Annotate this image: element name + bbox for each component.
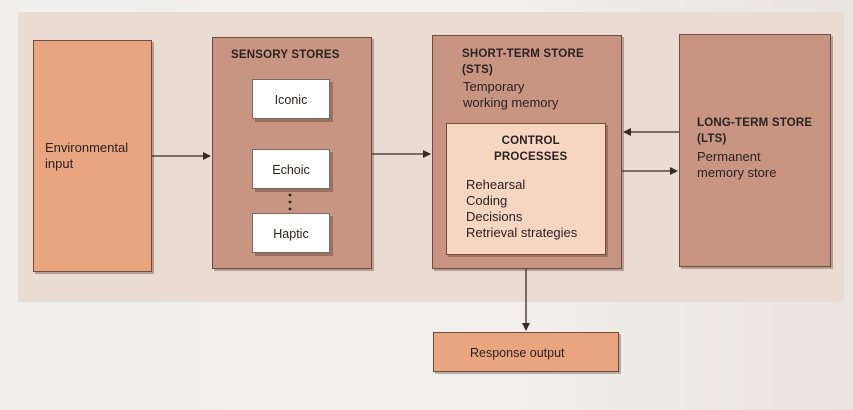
control-item-decisions: Decisions: [466, 209, 523, 224]
lts-desc-line1: Permanent: [697, 149, 761, 164]
sts-description: Temporary working memory: [463, 79, 558, 111]
sts-title-line2: (STS): [462, 64, 494, 76]
echoic-store-box: Echoic: [252, 149, 330, 189]
lts-title: LONG-TERM STORE (LTS): [697, 115, 812, 147]
environmental-input-label: Environmental input: [45, 140, 129, 171]
control-item-retrieval: Retrieval strategies: [466, 225, 578, 240]
ellipsis-dot-1: [288, 193, 292, 197]
control-item-rehearsal: Rehearsal: [466, 177, 526, 192]
ellipsis-dot-2: [288, 200, 292, 204]
haptic-store-box: Haptic: [252, 213, 330, 253]
ellipsis-dot-3: [288, 207, 292, 211]
sts-desc-line1: Temporary: [463, 79, 525, 94]
environmental-input-box: [33, 40, 152, 272]
control-processes-list: Rehearsal Coding Decisions Retrieval str…: [466, 177, 577, 241]
control-title-line1: CONTROL: [501, 135, 560, 147]
sts-title-line1: SHORT-TERM STORE: [462, 48, 584, 60]
lts-description: Permanent memory store: [697, 149, 776, 181]
control-title-line2: PROCESSES: [494, 151, 568, 163]
response-output-label: Response output: [470, 346, 565, 360]
lts-desc-line2: memory store: [697, 165, 777, 180]
response-output-box: [433, 332, 619, 372]
sensory-stores-title: SENSORY STORES: [231, 49, 340, 61]
long-term-store-box: [679, 34, 831, 267]
lts-title-line1: LONG-TERM STORE: [697, 117, 813, 129]
sts-title: SHORT-TERM STORE (STS): [462, 46, 584, 78]
lts-title-line2: (LTS): [697, 133, 727, 145]
control-item-coding: Coding: [466, 193, 508, 208]
sts-desc-line2: working memory: [463, 95, 559, 110]
control-processes-box: [446, 123, 606, 255]
iconic-store-box: Iconic: [252, 79, 330, 119]
control-processes-title: CONTROL PROCESSES: [494, 133, 567, 165]
